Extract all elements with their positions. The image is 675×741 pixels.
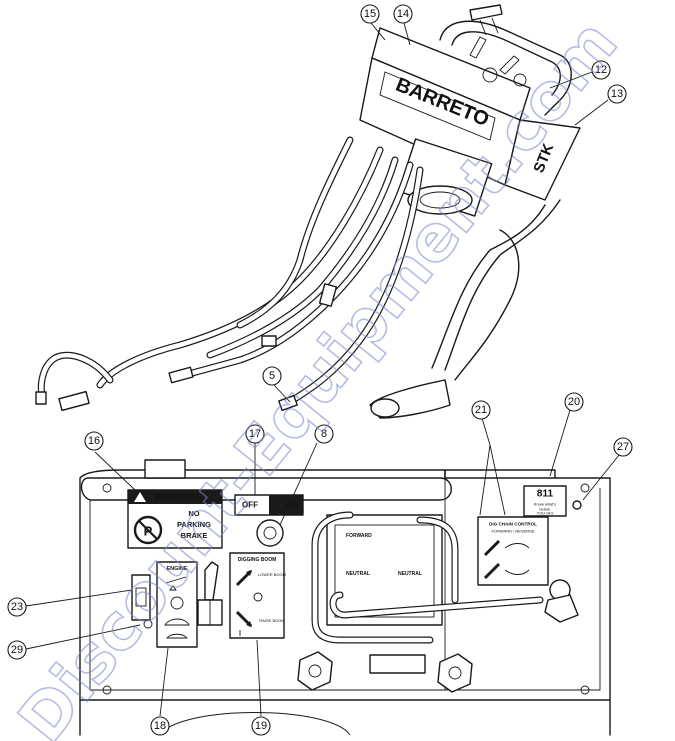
lower-boom-label: LOWER BOOM: [258, 572, 286, 577]
callout-14: 14: [393, 4, 413, 24]
callout-17: 17: [245, 424, 265, 444]
switch-on-label: ON: [286, 501, 298, 510]
engine-title: ENGINE: [166, 566, 187, 572]
callouts: 15 14 12 13 5 21 20 16 17 8 27 23 29 18 …: [7, 4, 633, 736]
dig-chain-title: DIG CHAIN CONTROL: [489, 522, 537, 527]
switch-off-label: OFF: [242, 501, 258, 510]
call811-line1: Know what's: [534, 502, 556, 507]
svg-text:5: 5: [269, 370, 275, 382]
svg-text:21: 21: [475, 404, 487, 416]
control-panel-assembly: WARNING P NO PARKING BRAKE OFF ON ENGINE: [79, 459, 611, 736]
dig-chain-control-decal: DIG CHAIN CONTROL FORWARD / REVERSE: [477, 516, 549, 586]
choke-icon: [170, 596, 184, 610]
svg-text:13: 13: [611, 88, 623, 100]
svg-text:8: 8: [321, 428, 327, 440]
svg-text:12: 12: [595, 64, 607, 76]
callout-21: 21: [471, 400, 491, 420]
dig-chain-sub: FORWARD / REVERSE: [492, 529, 535, 534]
digging-boom-decal: DIGGING BOOM LOWER BOOM RAISE BOOM: [229, 552, 286, 639]
rabbit-icon: [164, 618, 190, 626]
chain-forward-icon: [504, 543, 530, 549]
callout-27: 27: [613, 437, 633, 457]
valve-forward-label: FORWARD: [346, 533, 372, 539]
warning-line2: PARKING: [177, 520, 211, 529]
ignition-switch-decal: OFF ON: [234, 494, 304, 547]
callout-5: 5: [262, 366, 282, 386]
call811-line3: YOU DIG: [537, 511, 554, 516]
warning-title: WARNING: [154, 493, 203, 504]
chain-reverse-icon: [504, 569, 530, 575]
callout-8: 8: [314, 424, 334, 444]
control-valve: FORWARD NEUTRAL NEUTRAL: [311, 511, 544, 674]
callout-15: 15: [360, 4, 380, 24]
callout-13: 13: [607, 84, 627, 104]
lock-knobs: [297, 651, 473, 693]
callout-19: 19: [251, 716, 271, 736]
warning-decal: WARNING P NO PARKING BRAKE: [127, 489, 223, 549]
svg-text:16: 16: [88, 435, 100, 447]
callout-16: 16: [84, 431, 104, 451]
digging-boom-title: DIGGING BOOM: [238, 557, 277, 563]
svg-text:20: 20: [568, 396, 580, 408]
callout-12: 12: [591, 60, 611, 80]
call-811-decal: 811 Know what's below. YOU DIG: [523, 485, 567, 517]
svg-text:15: 15: [364, 8, 376, 20]
throttle-icon: [165, 576, 187, 584]
call811-number: 811: [537, 489, 554, 500]
callout-23: 23: [7, 597, 27, 617]
valve-neutral-right: NEUTRAL: [398, 571, 422, 577]
hydraulic-hoses: [35, 136, 424, 412]
callout-18: 18: [150, 716, 170, 736]
svg-text:14: 14: [397, 8, 409, 20]
warning-line3: BRAKE: [181, 531, 208, 540]
svg-text:29: 29: [11, 644, 23, 656]
callout-29: 29: [7, 640, 27, 660]
control-head-assembly: BARRETO STK: [35, 4, 581, 419]
svg-text:23: 23: [11, 601, 23, 613]
svg-text:17: 17: [249, 428, 261, 440]
svg-text:18: 18: [154, 720, 166, 732]
turtle-icon: [166, 633, 188, 639]
engine-decal: ENGINE: [156, 561, 198, 648]
call811-line2: below.: [539, 507, 550, 512]
svg-text:27: 27: [617, 441, 629, 453]
warning-line1: NO: [188, 509, 199, 518]
callout-20: 20: [564, 392, 584, 412]
raise-boom-label: RAISE BOOM: [259, 618, 284, 623]
valve-neutral-left: NEUTRAL: [346, 571, 370, 577]
svg-text:19: 19: [255, 720, 267, 732]
leader-lines: [25, 22, 620, 717]
